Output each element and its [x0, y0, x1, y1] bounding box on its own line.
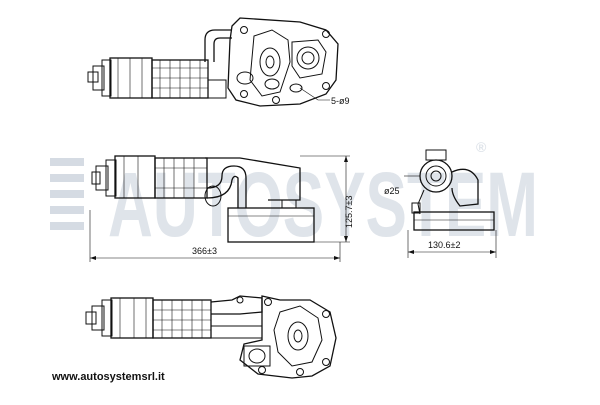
- bottom-view: [85, 295, 337, 379]
- end-view: ø25 130.6±2: [384, 149, 497, 258]
- side-view: 366±3 125.7±3: [89, 155, 354, 262]
- top-view: 5-ø9: [87, 17, 350, 107]
- watermark-registered: ®: [476, 139, 487, 155]
- watermark-logo-icon: [50, 158, 84, 230]
- dim-height: 125.7±3: [344, 196, 354, 228]
- dim-width: 130.6±2: [428, 240, 460, 250]
- dim-diameter: ø25: [384, 186, 400, 196]
- dim-holes: 5-ø9: [331, 96, 350, 106]
- dim-length: 366±3: [192, 246, 217, 256]
- website-url[interactable]: www.autosystemsrl.it: [52, 371, 165, 383]
